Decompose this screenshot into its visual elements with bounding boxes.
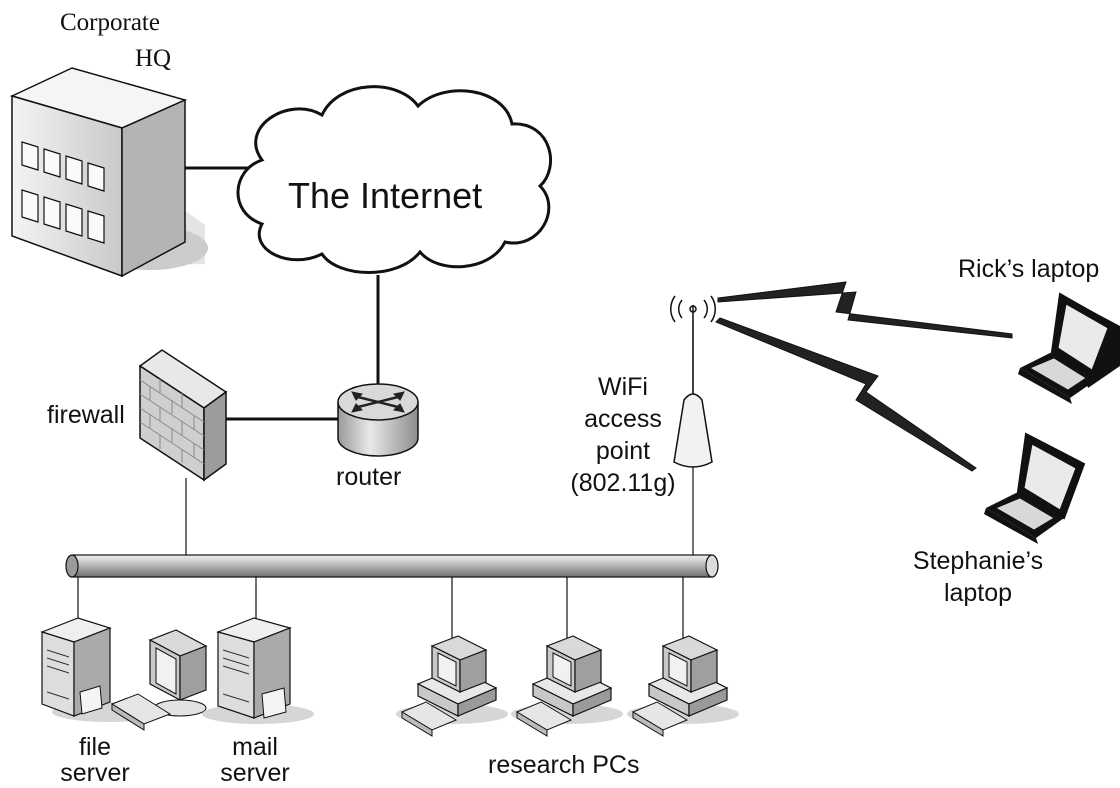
wifi-access-point-icon [670,295,716,468]
research-pcs-label: research PCs [488,751,640,779]
hq-label-line2: HQ [135,45,172,72]
network-backbone [65,554,719,578]
file-server-label-line1: file [79,733,111,761]
research-pc-3-icon [627,635,739,737]
router-label: router [336,463,402,491]
firewall-icon [138,349,228,482]
stephanie-laptop-label-line2: laptop [943,579,1013,607]
corporate-hq-building-icon [9,67,208,278]
router-icon [337,383,419,457]
firewall-label: firewall [47,401,125,429]
mail-server-icon [202,617,314,724]
ricks-laptop-label: Rick’s laptop [958,255,1100,283]
wireless-link-stephanie [715,317,977,472]
wifi-label-line4: (802.11g) [570,469,676,497]
file-server-icon [40,617,208,731]
mail-server-label-line1: mail [232,733,278,761]
research-pc-2-icon [511,635,623,737]
wifi-label-line2: access [584,405,662,433]
internet-cloud-icon [236,85,553,274]
wifi-label-line1: WiFi [598,373,648,401]
stephanie-laptop-label-line1: Stephanie’s [912,547,1044,575]
file-server-label-line2: server [60,759,130,787]
wireless-link-rick [717,281,1013,339]
research-pc-1-icon [396,635,508,737]
internet-label: The Internet [288,175,483,216]
wifi-label-line3: point [595,437,651,465]
stephanies-laptop-icon [984,432,1086,544]
mail-server-label-line2: server [220,759,290,787]
hq-label-line1: Corporate [60,9,160,36]
ricks-laptop-icon [1018,292,1120,404]
